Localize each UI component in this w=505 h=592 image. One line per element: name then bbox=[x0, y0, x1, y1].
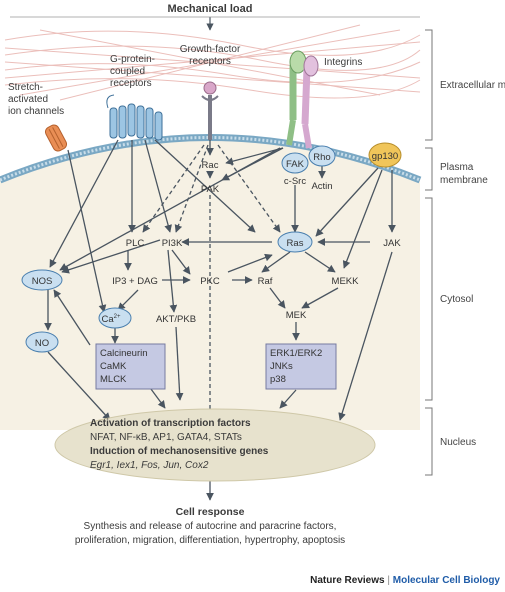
node-plc: PLC bbox=[126, 238, 145, 249]
node-fak: FAK bbox=[286, 159, 305, 170]
node-gp130: gp130 bbox=[372, 151, 398, 162]
nucleus-heading-2: Induction of mechanosensitive genes bbox=[90, 446, 269, 457]
region-label-plasma-1: Plasma bbox=[440, 162, 474, 173]
integrin-icon bbox=[286, 50, 319, 149]
node-ca: Ca2+ bbox=[102, 314, 121, 325]
mechanical-load-arrows bbox=[10, 16, 420, 31]
label-gf-2: receptors bbox=[189, 56, 231, 67]
region-label-cytosol: Cytosol bbox=[440, 294, 473, 305]
label-integrins: Integrins bbox=[324, 57, 362, 68]
node-actin: Actin bbox=[311, 181, 332, 192]
label-gpcr-2: coupled bbox=[110, 66, 145, 77]
node-no: NO bbox=[35, 338, 49, 349]
node-mekk: MEKK bbox=[332, 276, 360, 287]
erk-box-line-2: JNKs bbox=[270, 361, 293, 372]
erk-box-line-1: ERK1/ERK2 bbox=[270, 348, 322, 359]
node-rho: Rho bbox=[313, 152, 330, 163]
pathway-arrows bbox=[44, 139, 396, 501]
label-gf-1: Growth-factor bbox=[180, 44, 241, 55]
label-gpcr-1: G-protein- bbox=[110, 54, 155, 65]
node-pkc: PKC bbox=[200, 276, 220, 287]
region-label-nucleus: Nucleus bbox=[440, 437, 476, 448]
ion-channel-icon bbox=[44, 124, 68, 152]
region-label-plasma-2: membrane bbox=[440, 175, 488, 186]
node-akt: AKT/PKB bbox=[156, 314, 196, 325]
title-text: Mechanical load bbox=[168, 3, 253, 15]
nucleus-line-1: NFAT, NF-κB, AP1, GATA4, STATs bbox=[90, 432, 242, 443]
node-pak: PAK bbox=[201, 184, 220, 195]
response-line-2: proliferation, migration, differentiatio… bbox=[75, 535, 345, 546]
growth-factor-receptor-icon bbox=[201, 81, 219, 140]
node-shapes bbox=[21, 145, 337, 390]
response-line-1: Synthesis and release of autocrine and p… bbox=[84, 521, 337, 532]
journal-credit: Nature Reviews | Molecular Cell Biology bbox=[310, 575, 500, 586]
nucleus-line-2: Egr1, Iex1, Fos, Jun, Cox2 bbox=[90, 460, 209, 471]
node-jak: JAK bbox=[383, 238, 401, 249]
label-stretch-2: activated bbox=[8, 94, 48, 105]
calcineurin-box-line-1: Calcineurin bbox=[100, 348, 148, 359]
label-gpcr-3: receptors bbox=[110, 78, 152, 89]
label-stretch-1: Stretch- bbox=[8, 82, 43, 93]
gp130-shape bbox=[368, 142, 402, 168]
node-nos: NOS bbox=[32, 276, 53, 287]
response-heading: Cell response bbox=[176, 506, 245, 518]
erk-box-line-3: p38 bbox=[270, 374, 286, 385]
node-ras: Ras bbox=[287, 238, 304, 249]
node-c-src: c-Src bbox=[284, 176, 306, 187]
gpcr-icon bbox=[106, 94, 163, 141]
node-rac: Rac bbox=[202, 160, 219, 171]
region-bracket bbox=[425, 29, 433, 476]
calcineurin-box-line-3: MLCK bbox=[100, 374, 127, 385]
region-label-ecm: Extracellular matrix bbox=[440, 80, 505, 91]
extracellular-fibers bbox=[4, 24, 421, 101]
node-pi3k: PI3K bbox=[162, 238, 183, 249]
calcineurin-box-line-2: CaMK bbox=[100, 361, 127, 372]
nucleus-area bbox=[54, 408, 376, 482]
nucleus-heading-1: Activation of transcription factors bbox=[90, 418, 251, 429]
node-mek: MEK bbox=[286, 310, 307, 321]
label-stretch-3: ion channels bbox=[8, 106, 64, 117]
node-ip3-dag: IP3 + DAG bbox=[112, 276, 158, 287]
node-raf: Raf bbox=[258, 276, 273, 287]
